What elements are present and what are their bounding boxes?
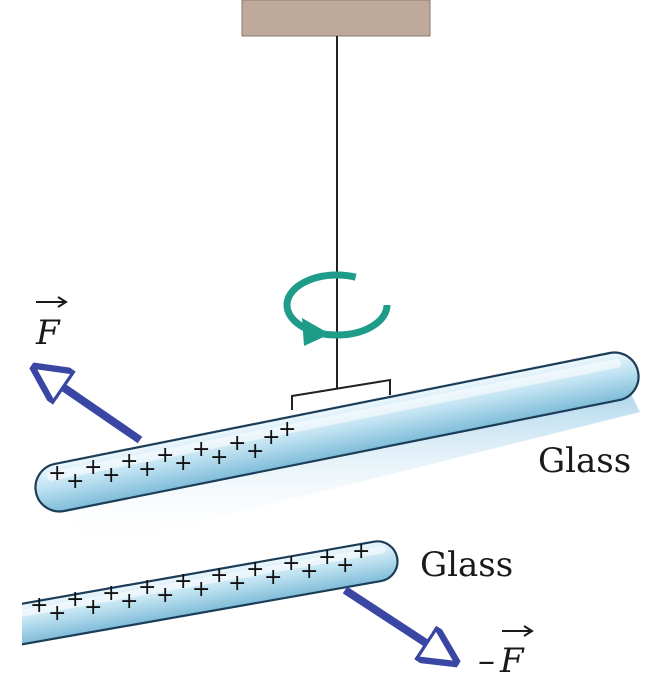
left-mask [0,540,22,660]
charge-plus: + [210,445,228,470]
rotation-arrow-icon [283,271,391,346]
charge-plus: + [352,539,370,564]
charge-plus: + [84,455,102,480]
charge-plus: + [120,449,138,474]
upper-rod-label: Glass [538,441,631,481]
rod-holder [291,378,391,410]
lower-rod-label: Glass [420,545,513,585]
charge-plus: + [278,417,296,442]
upper-rod-shadow [50,392,640,548]
charge-plus: + [66,469,84,494]
charge-plus: + [120,589,138,614]
force-label-lower: – F [478,625,534,681]
charge-plus: + [246,557,264,582]
charge-plus: + [282,551,300,576]
force-arrow-upper [38,370,143,444]
charge-plus: + [228,571,246,596]
upper-rod-charges: + + + + + + + + + + + + + + [48,417,296,494]
force-symbol-lower: F [499,641,525,681]
charge-plus: + [262,425,280,450]
charge-plus: + [138,575,156,600]
charge-plus: + [174,569,192,594]
charge-plus: + [210,563,228,588]
force-sign-lower: – [478,641,495,681]
upper-glass-rod [34,351,640,513]
force-symbol-upper: F [35,313,61,353]
force-label-upper: F [35,296,68,353]
charge-plus: + [174,451,192,476]
charge-plus: + [192,437,210,462]
vector-arrow-icon [502,625,534,637]
charge-plus: + [48,601,66,626]
charge-plus: + [138,457,156,482]
force-arrow-lower [342,586,452,660]
charge-plus: + [30,593,48,618]
charge-plus: + [156,583,174,608]
charge-plus: + [264,565,282,590]
charge-plus: + [48,461,66,486]
charge-plus: + [102,581,120,606]
charge-plus: + [318,545,336,570]
vector-arrow-icon [36,296,68,308]
lower-glass-rod [0,540,399,647]
charge-plus: + [66,587,84,612]
ceiling-support [241,0,431,37]
charge-plus: + [102,463,120,488]
charge-plus: + [156,443,174,468]
charge-plus: + [300,559,318,584]
charge-plus: + [228,431,246,456]
charge-plus: + [84,595,102,620]
lower-rod-charges: + + + + + + + + + + + + + + + + + + + [30,539,370,626]
charge-plus: + [246,439,264,464]
charge-plus: + [192,577,210,602]
charge-plus: + [336,553,354,578]
